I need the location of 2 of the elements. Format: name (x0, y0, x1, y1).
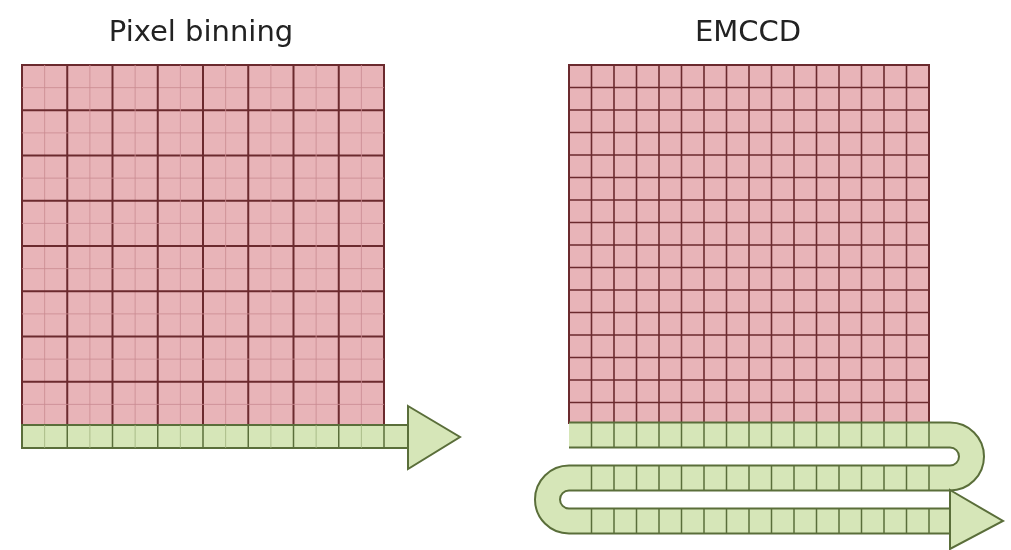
panel-title: Pixel binning (108, 14, 294, 48)
panel-title: EMCCD (694, 14, 802, 48)
